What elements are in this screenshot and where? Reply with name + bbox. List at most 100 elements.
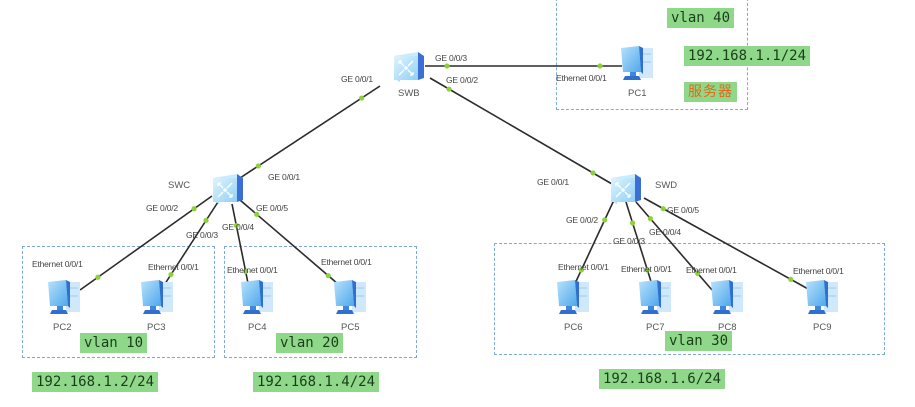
pc3[interactable] (137, 276, 177, 323)
pc-icon (330, 276, 370, 318)
pc-label-pc8: PC8 (718, 322, 737, 333)
port-label: GE 0/0/3 (435, 53, 467, 63)
port-dot (243, 268, 249, 275)
port-dot (168, 271, 174, 278)
port-dot (660, 206, 666, 212)
port-label: GE 0/0/3 (186, 230, 218, 240)
port-dot (695, 270, 701, 276)
switch-swd[interactable] (605, 170, 645, 211)
port-label: GE 0/0/1 (537, 177, 569, 187)
port-dot (578, 267, 584, 273)
port-label: Ethernet 0/0/1 (148, 262, 199, 272)
port-label: GE 0/0/5 (256, 203, 288, 213)
port-label: GE 0/0/2 (146, 203, 178, 213)
port-label: GE 0/0/1 (268, 172, 300, 182)
port-label: Ethernet 0/0/1 (621, 264, 672, 274)
link-swd-pc8[interactable] (635, 201, 713, 291)
port-label: GE 0/0/4 (649, 227, 681, 237)
port-dot (325, 273, 331, 279)
port-dot (597, 63, 603, 69)
link-swc-pc2[interactable] (79, 195, 213, 291)
port-label: Ethernet 0/0/1 (227, 265, 278, 275)
pc-label-pc2: PC2 (53, 322, 72, 333)
port-dot (233, 222, 239, 229)
port-dot (359, 95, 365, 101)
link-swc-pc4[interactable] (231, 203, 251, 294)
pc-icon (802, 276, 842, 318)
port-dot (630, 220, 636, 226)
link-swb-swd[interactable] (429, 77, 613, 185)
vlan30-box (494, 243, 885, 355)
pc1[interactable] (617, 42, 657, 89)
port-dot (444, 63, 450, 69)
port-label: Ethernet 0/0/1 (558, 262, 609, 272)
pc-icon (237, 276, 277, 318)
ip-label-vlan40: 192.168.1.1/24 (684, 46, 811, 66)
pc2[interactable] (44, 276, 84, 323)
vlan-label-10: vlan 10 (80, 333, 148, 353)
pc-icon (617, 42, 657, 84)
port-dot (602, 217, 608, 223)
pc4[interactable] (237, 276, 277, 323)
switch-icon (207, 170, 247, 206)
pc-label-pc4: PC4 (248, 322, 267, 333)
port-dot (95, 274, 101, 280)
port-label: GE 0/0/2 (566, 215, 598, 225)
port-dot (788, 276, 794, 282)
port-label: Ethernet 0/0/1 (686, 265, 737, 275)
pc8[interactable] (707, 276, 747, 323)
pc-icon (553, 276, 593, 318)
link-swd-pc6[interactable] (571, 199, 615, 291)
port-dot (203, 217, 209, 224)
pc-icon (44, 276, 84, 318)
port-label: GE 0/0/2 (446, 75, 478, 85)
link-swd-pc9[interactable] (643, 197, 811, 291)
ip-label-vlan30: 192.168.1.6/24 (599, 369, 726, 389)
pc-icon (137, 276, 177, 318)
link-swc-pc3[interactable] (158, 201, 219, 294)
switch-swb[interactable] (388, 48, 428, 89)
switch-label-swd: SWD (655, 180, 678, 191)
port-label: GE 0/0/4 (222, 222, 254, 232)
pc-label-pc5: PC5 (341, 322, 360, 333)
pc-label-pc6: PC6 (564, 322, 583, 333)
link-swb-swc[interactable] (239, 85, 381, 179)
ip-label-vlan10: 192.168.1.2/24 (32, 372, 159, 392)
switch-label-swc: SWC (168, 180, 191, 191)
port-label: Ethernet 0/0/1 (321, 257, 372, 267)
pc-icon (635, 276, 675, 318)
port-label: GE 0/0/1 (341, 74, 373, 84)
port-dot (191, 206, 197, 212)
port-dot (254, 211, 260, 217)
pc6[interactable] (553, 276, 593, 323)
port-label: GE 0/0/3 (613, 236, 645, 246)
pc7[interactable] (635, 276, 675, 323)
port-dot (255, 163, 261, 169)
switch-icon (388, 48, 428, 84)
link-swd-pc7[interactable] (625, 201, 655, 292)
port-dot (446, 86, 452, 92)
port-label: Ethernet 0/0/1 (32, 259, 83, 269)
vlan10-box (22, 246, 215, 358)
port-label: Ethernet 0/0/1 (793, 266, 844, 276)
ip-label-vlan20: 192.168.1.4/24 (253, 372, 380, 392)
pc9[interactable] (802, 276, 842, 323)
vlan-label-40: vlan 40 (667, 8, 735, 28)
port-dot (644, 267, 650, 273)
switch-label-swb: SWB (398, 88, 420, 99)
pc5[interactable] (330, 276, 370, 323)
port-dot (647, 216, 653, 222)
switch-swc[interactable] (207, 170, 247, 211)
vlan-label-20: vlan 20 (276, 333, 344, 353)
vlan-label-30: vlan 30 (665, 331, 733, 351)
pc-label-pc3: PC3 (147, 322, 166, 333)
pc-label-pc7: PC7 (646, 322, 665, 333)
server-label: 服务器 (684, 82, 737, 102)
pc-label-pc1: PC1 (628, 88, 647, 99)
pc-label-pc9: PC9 (813, 322, 832, 333)
switch-icon (605, 170, 645, 206)
port-label: GE 0/0/5 (667, 205, 699, 215)
port-label: Ethernet 0/0/1 (556, 73, 607, 83)
